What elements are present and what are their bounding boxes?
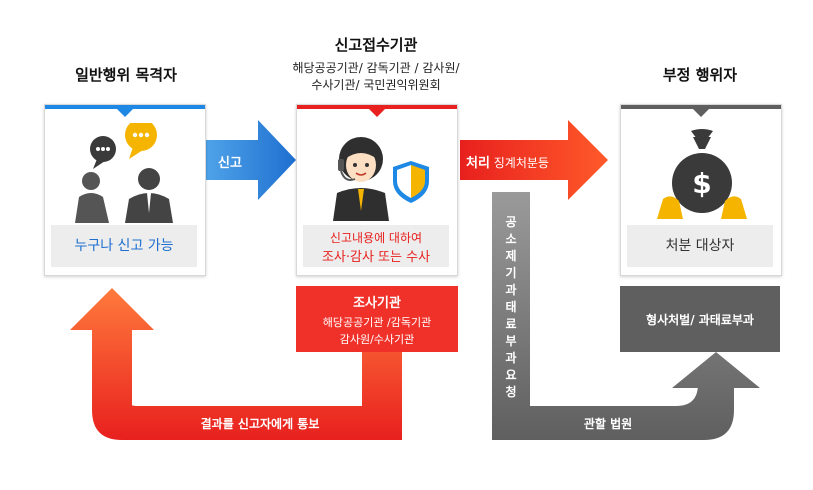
fine-request-char: 소 (505, 232, 517, 246)
violator-label: 처분 대상자 (627, 225, 773, 267)
reporter-title: 일반행위 목격자 (75, 66, 177, 84)
violator-top-bar (621, 105, 781, 109)
agency-subtitle: 해당공공기관/ 감독기관 / 감사원/ 수사기관/ 국민권익위원회 (266, 60, 486, 94)
process-label-rest: 징계처분등 (489, 156, 549, 170)
fine-request-char: 태 (505, 300, 517, 314)
svg-text:$: $ (692, 167, 711, 200)
notify-label: 결과를 신고자에게 통보 (200, 417, 320, 431)
fine-request-char: 과 (505, 283, 517, 297)
fine-request-char: 기 (505, 266, 517, 280)
agency-subtitle-line2: 수사기관/ 국민권익위원회 (311, 78, 441, 92)
penalty-box: 형사처벌/ 과태료부과 (620, 286, 780, 352)
violator-notch (693, 109, 709, 117)
agency-notch (369, 109, 385, 117)
penalty-label: 형사처벌/ 과태료부과 (646, 313, 754, 327)
fine-request-char: 공 (505, 215, 517, 229)
violator-title: 부정 행위자 (662, 66, 738, 84)
violator-card: $ 처분 대상자 (620, 104, 782, 276)
process-label-bold: 처리 (466, 156, 490, 171)
money-bag-icon: $ (657, 129, 747, 219)
notify-arrow (70, 288, 402, 440)
investigation-box: 조사기관 해당공공기관 /감독기관 감사원/수사기관 (296, 286, 458, 352)
investigation-line2: 감사원/수사기관 (339, 333, 415, 346)
court-arrow (492, 192, 760, 440)
investigation-line1: 해당공공기관 /감독기관 (322, 316, 432, 329)
fine-request-char: 료 (505, 317, 517, 331)
operator-icon (333, 137, 429, 221)
reporter-label: 누구나 신고 가능 (51, 225, 197, 267)
report-arrow-label: 신고 (218, 156, 242, 171)
agency-label-line2: 조사·감사 또는 수사 (321, 250, 431, 265)
agency-card: 신고내용에 대하여 조사·감사 또는 수사 (296, 104, 458, 276)
reporter-top-bar (45, 105, 205, 109)
agency-top-bar (297, 105, 457, 109)
fine-request-char: 제 (505, 249, 517, 263)
fine-request-char: 요 (505, 368, 517, 382)
agency-subtitle-line1: 해당공공기관/ 감독기관 / 감사원/ (292, 61, 460, 75)
process-arrow (460, 120, 608, 200)
agency-label-line1: 신고내용에 대하여 (329, 231, 423, 245)
reporter-card: 누구나 신고 가능 (44, 104, 206, 276)
agency-title: 신고접수기관 (334, 36, 418, 54)
reporter-notch (117, 109, 133, 117)
witnesses-icon (75, 123, 173, 223)
report-arrow (206, 120, 296, 200)
fine-request-char: 부 (505, 334, 517, 348)
process-arrow-label: 처리 징계처분등 (466, 152, 576, 171)
agency-label: 신고내용에 대하여 조사·감사 또는 수사 (303, 225, 449, 267)
fine-request-char: 청 (505, 385, 517, 399)
court-label: 관할 법원 (583, 417, 633, 431)
investigation-title: 조사기관 (353, 296, 401, 311)
fine-request-char: 과 (505, 351, 517, 365)
